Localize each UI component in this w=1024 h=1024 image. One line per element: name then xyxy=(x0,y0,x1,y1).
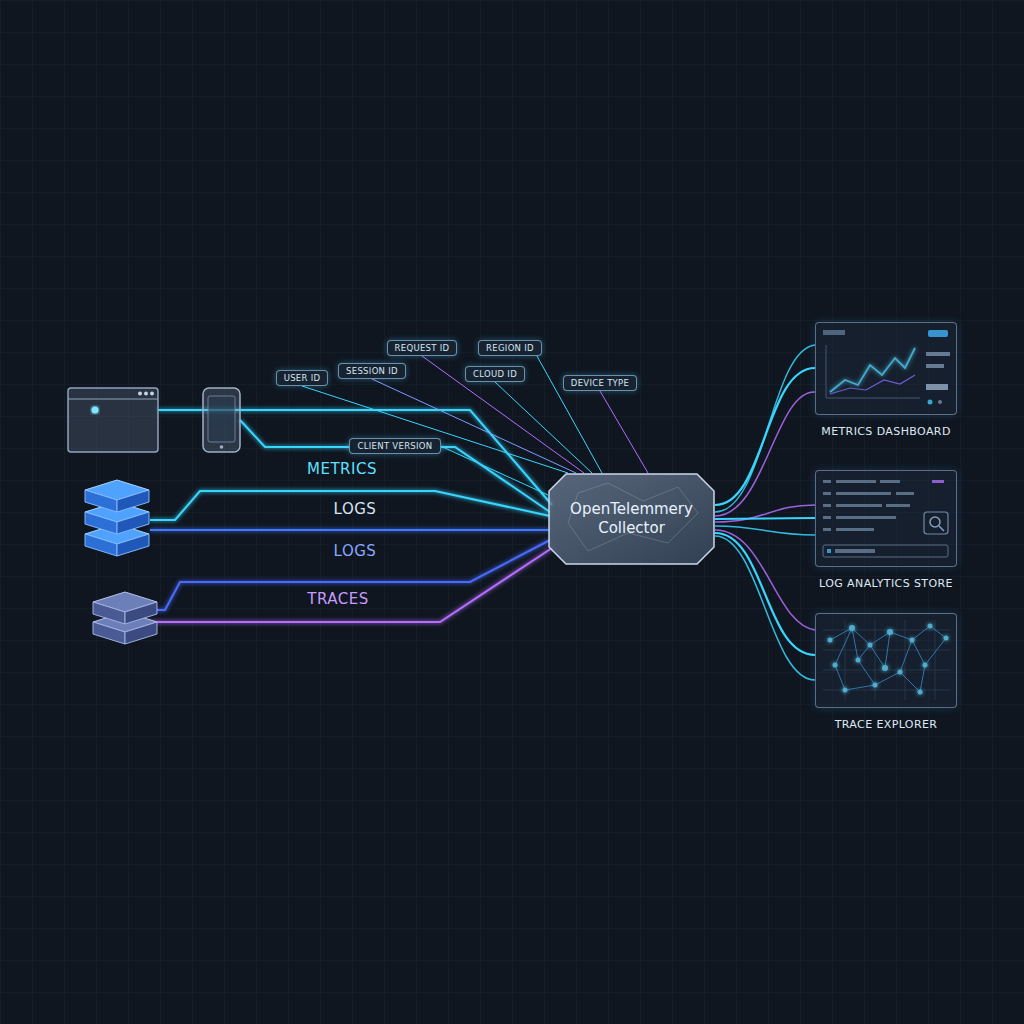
tag-text: DEVICE TYPE xyxy=(571,378,629,388)
output-panel: METRICS DASHBOARD xyxy=(815,322,957,415)
flow-line xyxy=(495,382,592,473)
output-panel: LOG ANALYTICS STORE xyxy=(815,470,957,567)
panel-heading: TRACE EXPLORER xyxy=(796,718,976,731)
tag-text: REQUEST ID xyxy=(395,343,450,353)
attribute-tag: USER ID xyxy=(276,370,329,386)
tag-text: CLOUD ID xyxy=(473,369,517,379)
flow-line xyxy=(600,391,648,473)
attribute-tag: REQUEST ID xyxy=(387,340,458,356)
attribute-tag: REGION ID xyxy=(478,340,542,356)
flow-line xyxy=(715,518,815,519)
tag-text: REGION ID xyxy=(486,343,534,353)
attribute-tag: CLIENT VERSION xyxy=(349,438,440,454)
flow-line xyxy=(715,368,815,505)
flow-line xyxy=(372,379,576,473)
tag-text: SESSION ID xyxy=(346,366,398,376)
flow-line xyxy=(422,356,584,473)
output-panel: TRACE EXPLORER xyxy=(815,613,957,708)
collector-name: OpenTelemmery Collector xyxy=(566,500,697,539)
flow-line xyxy=(441,446,548,495)
panel-heading: METRICS DASHBOARD xyxy=(796,425,976,438)
collector-box: OpenTelemmery Collector xyxy=(548,473,715,565)
attribute-tag: SESSION ID xyxy=(338,363,406,379)
signal-label: LOGS xyxy=(330,500,381,518)
tag-text: CLIENT VERSION xyxy=(357,441,432,451)
signal-label: TRACES xyxy=(303,590,372,608)
attribute-tag: DEVICE TYPE xyxy=(563,375,637,391)
flow-line xyxy=(537,356,602,473)
signal-label: LOGS xyxy=(330,542,381,560)
signal-label: METRICS xyxy=(303,460,381,478)
tag-text: USER ID xyxy=(284,373,321,383)
flow-line xyxy=(715,533,815,655)
panel-heading: LOG ANALYTICS STORE xyxy=(796,577,976,590)
attribute-tag: CLOUD ID xyxy=(465,366,525,382)
